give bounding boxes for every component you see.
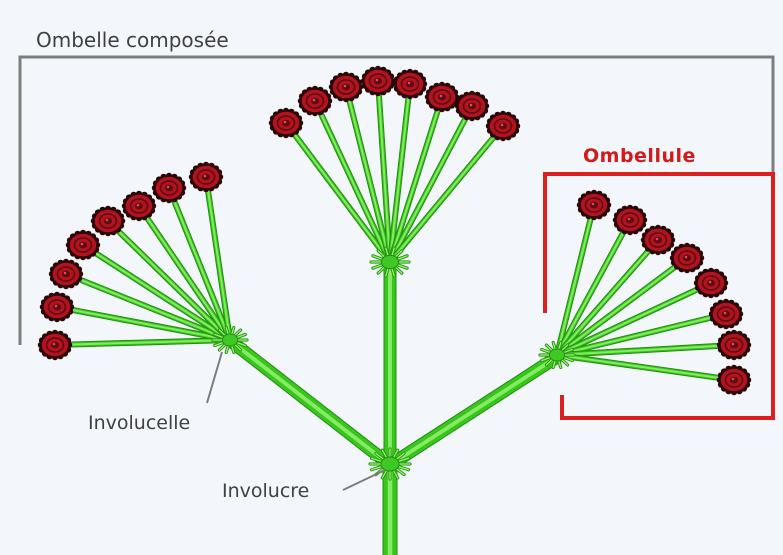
center-umbellet-flower-5 [393,69,427,99]
right-umbellet-flower-1 [577,190,611,220]
right-umbellet-flower-4 [670,243,704,273]
center-umbellet-flower-7 [455,91,489,121]
primary-ray-left [232,342,390,465]
involucre-label: Involucre [222,480,309,502]
left-umbellet-flower-4 [66,230,100,260]
center-umbellet-flower-3 [329,72,363,102]
right-umbellet-ray-5 [557,283,711,355]
left-umbellet-flower-3 [49,259,83,289]
left-umbellet-flower-8 [189,162,223,192]
involucre-leader-line [343,470,385,490]
left-umbellet-flower-2 [40,292,74,322]
right-umbellet-flower-5 [694,268,728,298]
center-umbellet-flower-4 [361,66,395,96]
left-umbellet-flower-5 [91,206,125,236]
center-umbellet-flower-8 [486,111,520,141]
stems-layer [232,268,557,555]
left-umbellet-flower-1 [38,330,72,360]
involucelle-leader-line [207,352,222,403]
right-umbellet-flower-3 [641,225,675,255]
right-umbellet-flower-7 [717,330,751,360]
right-umbellet-flower-6 [709,299,743,329]
right-umbellet-flower-2 [613,205,647,235]
umbellet-label: Ombellule [583,145,696,167]
primary-ray-right [390,357,557,465]
center-umbellet-ray-8 [390,126,503,262]
compound-umbel-label: Ombelle composée [36,28,229,52]
center-umbellet-flower-1 [269,108,303,138]
right-umbellet-ray-8 [557,355,734,380]
center-umbellet-flower-6 [425,82,459,112]
left-umbellet-flower-6 [122,191,156,221]
center-umbellet-flower-2 [298,86,332,116]
left-umbellet-flower-7 [152,173,186,203]
involucel-label: Involucelle [88,412,190,434]
left-umbellet-ray-1 [55,340,230,345]
right-umbellet-flower-8 [717,365,751,395]
